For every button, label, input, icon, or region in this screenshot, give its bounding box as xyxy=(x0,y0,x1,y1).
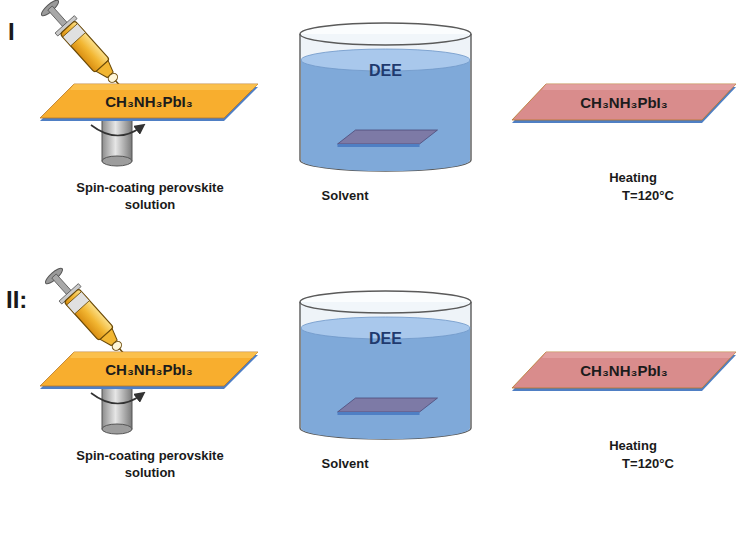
step-caption: Spin-coating perovskite solution xyxy=(60,180,240,214)
perovskite-film: CH₃NH₃PbI₃ xyxy=(40,352,258,386)
step-caption: Spin-coating perovskite solution xyxy=(60,448,240,482)
spin-chuck xyxy=(91,387,141,434)
perovskite-film: CH₃NH₃PbI₃ xyxy=(40,84,258,118)
annealed-film: CH₃NH₃PbI₃ xyxy=(512,84,736,120)
film-label: CH₃NH₃PbI₃ xyxy=(105,361,192,378)
solvent-beaker: DEE xyxy=(298,22,473,172)
step-caption: Solvent xyxy=(295,456,395,473)
step-caption: Heating xyxy=(583,170,683,187)
row-label: II: xyxy=(6,284,27,315)
step-caption: Solvent xyxy=(295,188,395,205)
film-label: CH₃NH₃PbI₃ xyxy=(580,94,667,111)
spin-chuck xyxy=(91,119,141,166)
film-label: CH₃NH₃PbI₃ xyxy=(105,93,192,110)
solvent-beaker: DEE xyxy=(298,290,473,440)
solvent-label: DEE xyxy=(369,62,402,80)
syringe xyxy=(38,0,129,94)
annealed-film: CH₃NH₃PbI₃ xyxy=(512,352,736,388)
beaker-outline xyxy=(298,22,473,172)
film-label: CH₃NH₃PbI₃ xyxy=(580,362,667,379)
step-caption: Heating xyxy=(583,438,683,455)
step-caption: T=120°C xyxy=(598,188,698,205)
row-label: I xyxy=(8,16,15,47)
step-caption: T=120°C xyxy=(598,456,698,473)
beaker-outline xyxy=(298,290,473,440)
syringe xyxy=(42,265,133,362)
solvent-label: DEE xyxy=(369,330,402,348)
